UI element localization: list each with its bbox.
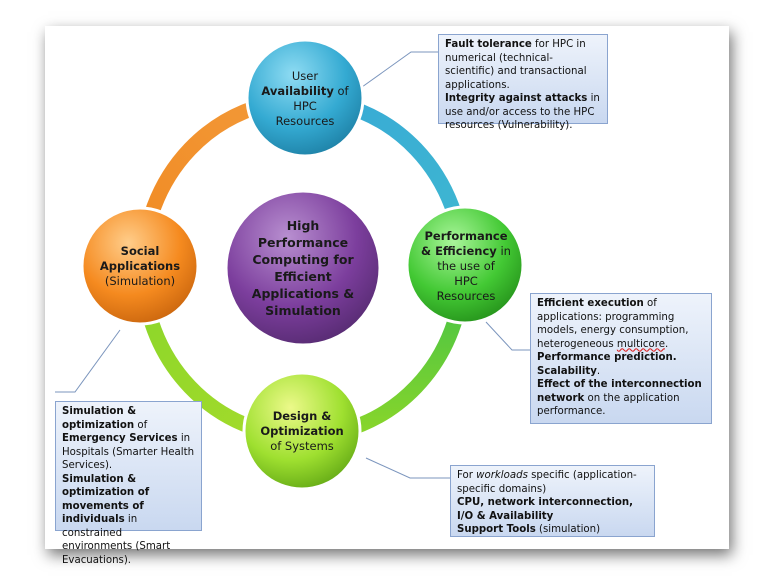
note-paragraph: Fault tolerance for HPC in numerical (te…	[445, 38, 601, 92]
node-bold: Applications	[99, 258, 181, 273]
note-text: in constrained environments (Smart Evacu…	[62, 514, 171, 566]
circle-performance	[405, 205, 525, 325]
note-bold: Emergency Services	[62, 433, 178, 444]
node-bold: Design &	[272, 408, 332, 423]
note-italic: workloads	[476, 470, 528, 481]
note-paragraph: Simulation & optimization of Emergency S…	[62, 405, 195, 473]
note-text: of applications: programming models, ene…	[537, 298, 689, 350]
note-efficient-execution: Efficient execution of applications: pro…	[530, 293, 712, 424]
node-line: of Systems	[270, 438, 334, 453]
node-line: & Efficiency in	[421, 244, 511, 259]
node-text: in	[496, 243, 511, 258]
note-bold: Performance prediction.	[537, 352, 677, 363]
note-text: on the application performance.	[537, 392, 680, 418]
node-performance: Performance & Efficiency in the use of H…	[410, 226, 522, 306]
node-bold: Availability	[261, 84, 334, 98]
center-line: Computing for	[252, 252, 354, 267]
note-text: (simulation)	[535, 524, 601, 535]
note-text: in use and/or access to the HPC resource…	[445, 93, 600, 131]
center-line: High	[286, 218, 320, 233]
node-line: the use of	[437, 258, 495, 273]
note-text: .	[665, 338, 669, 350]
node-bold: Performance	[424, 228, 508, 243]
note-workloads: For workloads specific (application-spec…	[450, 465, 655, 537]
center-line: Performance	[257, 235, 349, 250]
node-user-availability: User Availability of HPC Resources	[250, 60, 360, 138]
note-text: of	[134, 419, 148, 431]
center-label: High Performance Computing for Efficient…	[228, 196, 378, 340]
center-line: Applications &	[251, 286, 355, 301]
center-line: Efficient	[274, 269, 332, 284]
note-bold: Fault tolerance	[445, 39, 532, 50]
node-line: User	[291, 69, 319, 83]
center-line: Simulation	[265, 303, 341, 318]
circle-social	[80, 206, 200, 326]
callout-line-bottom-right	[365, 457, 450, 479]
note-paragraph: Scalability.	[537, 365, 705, 379]
callout-line-top-right	[361, 51, 438, 88]
note-bold: Support Tools	[457, 524, 536, 535]
note-paragraph: Support Tools (simulation)	[457, 523, 648, 537]
note-text: specific (application-specific domains)	[457, 470, 637, 495]
note-bold: Efficient execution	[537, 298, 644, 309]
callout-line-bottom-left	[55, 329, 121, 393]
node-bold: & Efficiency	[421, 243, 497, 258]
node-line: Social	[121, 244, 160, 259]
circle-user-availability	[245, 38, 365, 158]
note-text: .	[596, 365, 601, 377]
node-line: Resources	[436, 288, 496, 303]
note-bold: CPU, network interconnection, I/O & Avai…	[457, 497, 633, 522]
note-text: For	[457, 470, 477, 481]
callout-line-mid-right	[485, 321, 530, 351]
note-paragraph: Performance prediction.	[537, 351, 705, 365]
node-design: Design & Optimization of Systems	[247, 404, 357, 458]
note-bold: Simulation & optimization	[62, 406, 137, 431]
note-bold: Integrity against attacks	[445, 93, 588, 104]
note-paragraph: Integrity against attacks in use and/or …	[445, 92, 601, 133]
node-line: (Simulation)	[104, 273, 176, 288]
node-line: Performance	[424, 229, 507, 244]
node-line: Applications	[100, 259, 180, 274]
note-paragraph: Effect of the interconnection network on…	[537, 378, 705, 419]
node-social: Social Applications (Simulation)	[85, 240, 195, 292]
note-paragraph: CPU, network interconnection, I/O & Avai…	[457, 496, 648, 523]
note-text: multicore	[616, 338, 665, 350]
note-emergency-services: Simulation & optimization of Emergency S…	[55, 401, 202, 566]
note-paragraph: Simulation & optimization of movements o…	[62, 473, 195, 568]
node-bold: Optimization	[260, 423, 344, 438]
note-paragraph: For workloads specific (application-spec…	[457, 469, 648, 496]
note-paragraph: Efficient execution of applications: pro…	[537, 297, 705, 351]
note-text: in Hospitals (Smarter Health Services).	[62, 433, 195, 471]
node-bold: Social	[120, 243, 160, 258]
note-bold: Scalability	[537, 365, 597, 377]
node-line: Availability of	[261, 84, 348, 99]
node-line: HPC	[454, 273, 478, 288]
node-line: Design &	[273, 409, 332, 424]
node-line: Resources	[275, 114, 335, 128]
node-text: of	[333, 84, 349, 98]
note-fault-tolerance: Fault tolerance for HPC in numerical (te…	[438, 34, 608, 131]
note-bold: Simulation & optimization of movements o…	[62, 473, 150, 526]
node-line: Optimization	[260, 424, 343, 439]
note-bold: Effect of the interconnection network	[537, 379, 702, 404]
circle-design	[242, 371, 362, 491]
circle-center	[224, 189, 382, 347]
node-line: HPC	[293, 99, 317, 113]
note-text: for HPC in numerical (technical-scientif…	[445, 39, 587, 91]
